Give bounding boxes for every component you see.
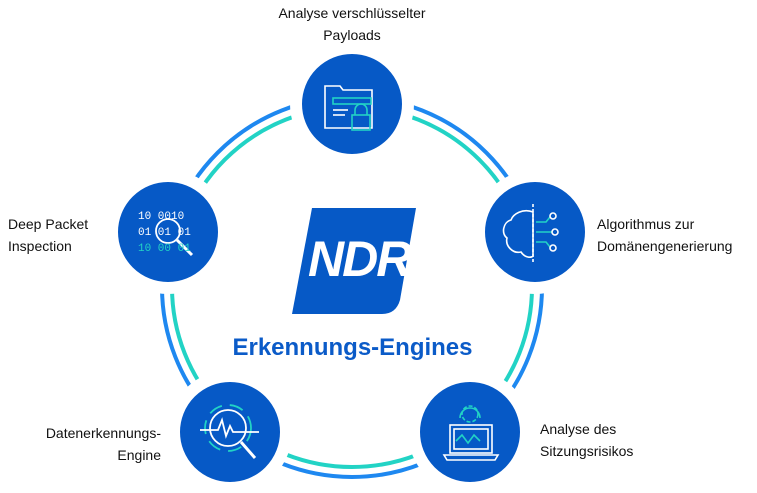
encrypted-folder-icon: [324, 85, 373, 131]
label-line: Datenerkennungs-: [45, 425, 161, 441]
label-line: Domänengenerierung: [597, 238, 733, 254]
label-session-risk: Analyse des Sitzungsrisikos: [540, 418, 633, 462]
engine-node-dga: [473, 170, 597, 294]
svg-text:10 00 01: 10 00 01: [138, 243, 191, 255]
magnifier-handle: [175, 238, 194, 257]
label-data-detection: Datenerkennungs- Engine: [0, 422, 161, 466]
engine-node-session-risk: [408, 370, 532, 493]
svg-text:10 0010: 10 0010: [138, 211, 184, 223]
label-line: Payloads: [323, 27, 381, 43]
diagram-title: Erkennungs-Engines: [232, 334, 473, 361]
svg-text:01 01 01: 01 01 01: [138, 227, 191, 239]
brain-circuit-icon: [502, 204, 559, 262]
label-line: Algorithmus zur: [597, 216, 695, 232]
label-line: Analyse verschlüsselter: [278, 5, 426, 21]
engine-node-dpi: [106, 170, 230, 294]
label-line: Sitzungsrisikos: [540, 443, 634, 459]
label-line: Inspection: [8, 238, 72, 254]
signal-magnifier-icon: [200, 404, 259, 459]
label-line: Analyse des: [540, 421, 617, 437]
label-encrypted-payloads: Analyse verschlüsselter Payloads: [240, 2, 464, 46]
binary-magnifier-icon: 10 0010 01 01 01 10 00 01: [138, 211, 194, 257]
label-line: Deep Packet: [8, 216, 89, 232]
label-dpi: Deep Packet Inspection: [8, 213, 88, 257]
label-line: Engine: [117, 447, 161, 463]
ndr-logo-text: NDR: [308, 231, 412, 287]
label-dga: Algorithmus zur Domänengenerierung: [597, 213, 732, 257]
laptop-gear-icon: [442, 405, 500, 461]
engine-node-data-detection: [168, 370, 292, 493]
ndr-logo-shape: [292, 208, 416, 314]
magnifier-lens: [155, 218, 181, 244]
